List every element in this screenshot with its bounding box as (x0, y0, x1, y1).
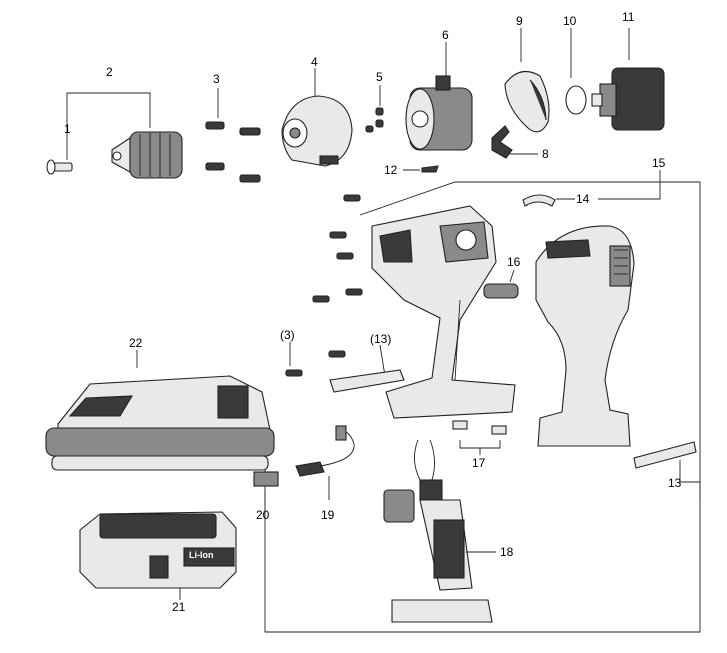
part-11-motor (591, 28, 665, 131)
battery-badge: Li-Ion (187, 550, 216, 560)
part-21-battery (79, 511, 237, 600)
part-17-pads (452, 420, 507, 455)
part-5-pins (365, 85, 384, 133)
label-4: 4 (311, 55, 318, 69)
part-12-clip (403, 165, 439, 173)
label-19: 19 (321, 508, 335, 522)
label-1: 1 (64, 122, 71, 136)
label-9: 9 (516, 14, 523, 28)
part-22-charger (45, 350, 275, 471)
label-20: 20 (256, 508, 270, 522)
part-8-lever (491, 125, 538, 159)
label-3b: (3) (280, 328, 295, 342)
right-housing-half (535, 225, 635, 447)
label-18: 18 (500, 545, 514, 559)
label-3: 3 (213, 72, 220, 86)
housing-screws (285, 194, 363, 377)
label-6: 6 (442, 28, 449, 42)
part-9-clutch-ring (504, 28, 550, 133)
part-3-screws (205, 88, 261, 183)
part-10-ring (565, 28, 587, 115)
label-14: 14 (576, 192, 590, 206)
part-2-chuck (66, 92, 183, 179)
part-20-contact (253, 471, 279, 505)
part-13-right-insert (633, 441, 701, 500)
part-13-left-insert (329, 344, 405, 393)
part-1-screw (46, 100, 73, 175)
label-22: 22 (129, 336, 143, 350)
part-19-wire (295, 425, 355, 500)
label-13b: 13 (668, 476, 682, 490)
part-14-cap (522, 182, 661, 207)
label-11: 11 (622, 10, 635, 24)
label-10: 10 (563, 14, 577, 28)
label-17: 17 (472, 456, 486, 470)
label-8: 8 (542, 147, 549, 161)
label-2: 2 (106, 65, 113, 79)
left-housing-half (371, 205, 516, 419)
housing-group-frame (264, 170, 701, 633)
label-13a: (13) (370, 332, 392, 346)
part-4-gear-housing (281, 68, 353, 167)
label-5: 5 (376, 70, 383, 84)
part-16-slider (483, 269, 519, 299)
label-16: 16 (507, 255, 521, 269)
label-21: 21 (172, 600, 186, 614)
label-15: 15 (652, 156, 666, 170)
part-6-gearbox (405, 42, 473, 151)
part-18-switch-assembly (383, 439, 496, 623)
label-12: 12 (384, 163, 398, 177)
